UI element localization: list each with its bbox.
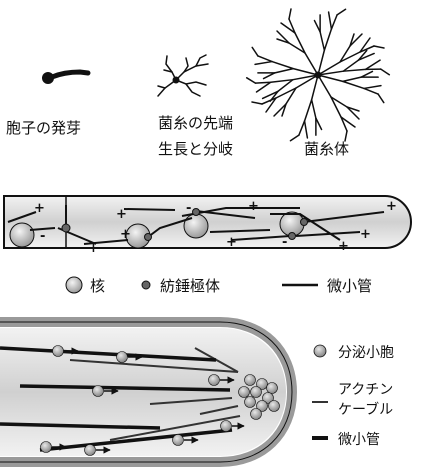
hyphal-cell-mitosis-figure: + - + + + - + + - + + + <box>4 196 411 256</box>
spindle-pole-body <box>62 224 70 232</box>
vesicle <box>269 401 280 412</box>
vesicle <box>267 383 278 394</box>
hyphal-tip-secretion-figure <box>0 322 292 462</box>
spindle-pole-body <box>193 209 200 216</box>
spindle-pole-body <box>301 219 308 226</box>
spindle-pole-body-legend-label: 紡錘極体 <box>160 277 220 295</box>
plus-mark: + <box>360 227 371 242</box>
vesicle-legend-icon <box>314 345 326 357</box>
vesicle <box>93 386 104 397</box>
minus-mark: - <box>282 235 287 250</box>
minus-mark: - <box>186 201 191 216</box>
bottom-microtubule-legend-label: 微小管 <box>338 432 380 448</box>
vesicle <box>209 375 220 386</box>
spindle-pole-body <box>289 233 296 240</box>
nucleus <box>10 223 34 247</box>
plus-mark: + <box>386 199 397 214</box>
vesicle <box>245 375 256 386</box>
spore-germination-label: 胞子の発芽 <box>6 119 81 137</box>
plus-mark: + <box>248 199 259 214</box>
vesicle <box>239 387 250 398</box>
plus-mark: + <box>226 235 237 250</box>
bottom-legend: 分泌小胞 アクチン ケーブル 微小管 <box>312 345 394 448</box>
vesicle <box>251 409 262 420</box>
tip-growth-label-line1: 菌糸の先端 <box>158 114 233 132</box>
spindle-pole-body-legend-icon <box>142 281 150 289</box>
tip-growth-label-line2: 生長と分岐 <box>158 140 233 158</box>
plus-mark: + <box>34 201 45 216</box>
vesicle <box>41 442 52 453</box>
vesicle <box>251 387 262 398</box>
vesicle-legend-label: 分泌小胞 <box>338 345 394 361</box>
nucleus-legend-icon <box>66 277 82 293</box>
actin-cable-legend-label-line2: ケーブル <box>338 401 393 418</box>
vesicle <box>85 445 96 456</box>
vesicle <box>245 397 256 408</box>
mycelium-figure <box>242 0 395 151</box>
nucleus <box>184 214 208 238</box>
actin-cable-legend-label-line1: アクチン <box>338 382 393 398</box>
vesicle <box>221 421 232 432</box>
hyphal-tip-branching-figure <box>158 55 208 96</box>
vesicle <box>117 352 128 363</box>
vesicle <box>53 346 64 357</box>
nucleus-legend-label: 核 <box>90 277 105 295</box>
mycelium-label: 菌糸体 <box>304 140 349 158</box>
microtubule-legend-label: 微小管 <box>327 277 372 295</box>
spindle-pole-body <box>145 234 152 241</box>
middle-legend: 核 紡錘極体 微小管 <box>66 277 372 295</box>
plus-mark: + <box>88 241 99 256</box>
spore-germination-figure <box>42 72 88 84</box>
plus-mark: + <box>338 239 349 254</box>
plus-mark: + <box>116 207 127 222</box>
vesicle <box>173 435 184 446</box>
plus-mark: + <box>120 227 131 242</box>
minus-mark: - <box>40 229 45 244</box>
